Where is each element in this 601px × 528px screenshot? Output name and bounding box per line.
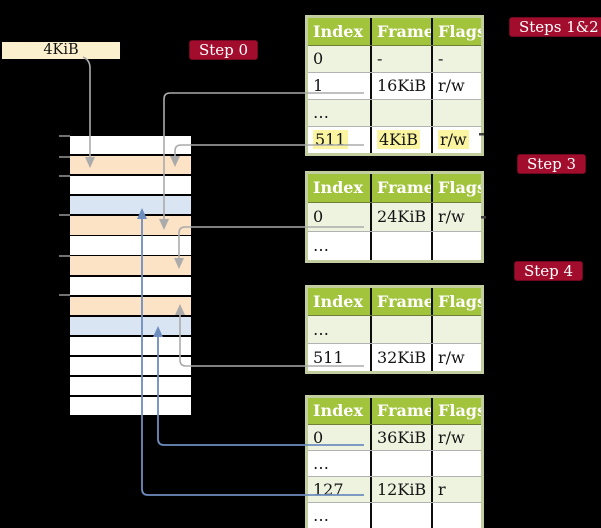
page-table-cell: 511 [313, 348, 344, 367]
page-table-cell [431, 451, 481, 476]
page-table-cell: 127 [313, 480, 344, 499]
column-header-frame: Frame [370, 18, 431, 45]
page-table-cell: … [313, 506, 329, 525]
column-header-frame: Frame [370, 398, 431, 424]
page-table-cell [370, 316, 431, 343]
page-table-cell: r/w [431, 203, 481, 231]
column-header-frame: Frame [370, 288, 431, 315]
page-table-row: … [308, 450, 481, 476]
memory-row-page [70, 316, 191, 335]
page-table-row: … [308, 99, 481, 126]
memory-row-free [70, 276, 191, 295]
page-table-cell: 511 [308, 127, 370, 153]
page-table-cell [431, 503, 481, 528]
page-table-cell: r/w [431, 425, 481, 450]
page-table-cell: … [313, 103, 329, 122]
page-table-row: … [308, 231, 481, 260]
column-header-flags: Flags [431, 18, 481, 45]
column-header-flags: Flags [431, 288, 481, 315]
badge-step-3: Step 3 [517, 154, 587, 174]
page-table-row: … [308, 316, 481, 343]
memory-row-free [70, 136, 191, 155]
memory-row-table [70, 156, 191, 175]
page-table-cell [370, 232, 431, 260]
page-table-cell: r [431, 477, 481, 502]
badge-step-4: Step 4 [514, 261, 584, 281]
page-table-cell: 4KiB [370, 127, 431, 153]
page-table-cell: r/w [431, 344, 481, 371]
column-header-index: Index [313, 178, 364, 197]
column-header-index: Index [313, 292, 364, 311]
column-header-index: Index [313, 401, 364, 420]
page-table-row: 511 4KiB r/w [308, 126, 481, 153]
page-table-cell: … [313, 236, 329, 255]
page-table-cell: 32KiB [370, 344, 431, 371]
highlighted-value: 4KiB [377, 130, 421, 149]
page-table-cell [431, 316, 481, 343]
page-table-header: Index FrameFlags [308, 398, 481, 425]
page-table-cell [431, 100, 481, 126]
page-table-cell [370, 451, 431, 476]
column-header-index: Index [313, 22, 364, 41]
page-table-cell: - [431, 46, 481, 72]
page-table-cell: 16KiB [370, 73, 431, 99]
page-table-cell: r/w [431, 73, 481, 99]
page-table-row: … [308, 502, 481, 528]
page-table-cell: 0 [313, 49, 324, 68]
memory-row-free [70, 356, 191, 376]
highlighted-value: 511 [313, 130, 348, 149]
page-table-cell: … [313, 454, 329, 473]
page-table-cell [370, 503, 431, 528]
page-table-cell: r/w [431, 127, 481, 153]
memory-row-free [70, 376, 191, 396]
page-size-label-box: 4KiB [2, 42, 120, 59]
page-table-cell: 36KiB [370, 425, 431, 450]
memory-row-table [70, 216, 191, 235]
physical-memory-column [70, 136, 191, 417]
badge-step-0: Step 0 [189, 40, 259, 60]
page-table-cell: 12KiB [370, 477, 431, 502]
memory-row-free [70, 176, 191, 195]
column-header-flags: Flags [431, 398, 481, 424]
page-table-cell [431, 232, 481, 260]
memory-row-table [70, 256, 191, 275]
badge-steps-1-2: Steps 1&2 [509, 17, 601, 37]
memory-row-table [70, 296, 191, 315]
page-table-cell [370, 100, 431, 126]
memory-row-free [70, 397, 191, 416]
page-table-row: 0 -- [308, 46, 481, 72]
page-table-header: Index FrameFlags [308, 18, 481, 46]
page-table-header: Index FrameFlags [308, 288, 481, 316]
page-table-cell: 24KiB [370, 203, 431, 231]
page-table-cell: 1 [313, 76, 324, 95]
page-table-cell: 0 [313, 428, 324, 447]
memory-row-free [70, 336, 191, 355]
page-table-cell: 0 [313, 207, 324, 226]
page-table-header: Index FrameFlags [308, 174, 481, 203]
page-table-cell: … [313, 320, 329, 339]
page-table-cell: - [370, 46, 431, 72]
memory-address-ticks [59, 135, 70, 296]
highlighted-value: r/w [438, 130, 469, 149]
column-header-flags: Flags [431, 174, 481, 202]
page-table-step-3: Index FrameFlags 0 24KiBr/w … [305, 171, 484, 263]
memory-row-free [70, 236, 191, 255]
column-header-frame: Frame [370, 174, 431, 202]
memory-row-page [70, 196, 191, 215]
